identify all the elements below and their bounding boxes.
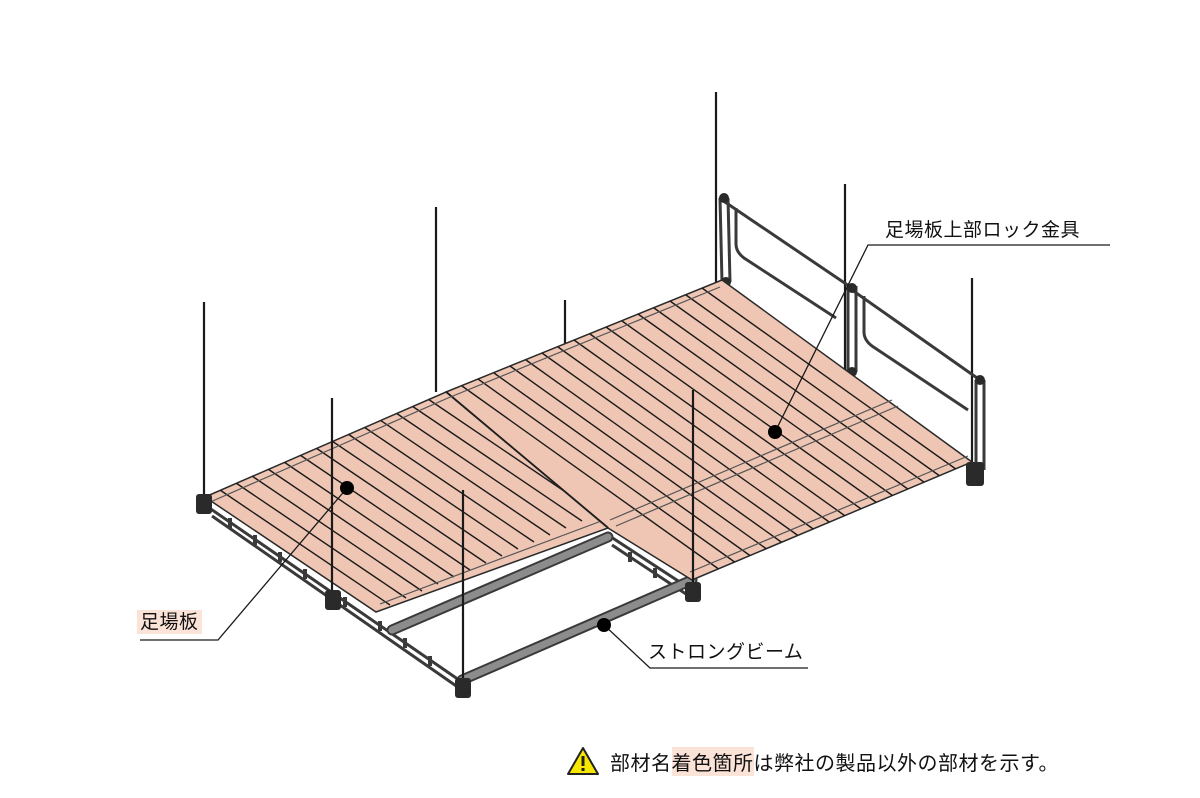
deck-left-section [203,391,610,613]
strong-beams [386,531,698,686]
lock-marker [768,425,782,439]
clamps [196,462,984,698]
label-strong-beam: ストロングビーム [648,641,804,663]
guardrail [718,197,986,470]
beam-marker [597,618,611,632]
note-prefix: 部材名 [610,750,672,775]
footer-note: 部材名着色箇所は弊社の製品以外の部材を示す。 [566,745,1059,777]
note-suffix: は弊社の製品以外の部材を示す。 [753,750,1059,775]
hanger-rods-front [202,302,695,684]
note-highlight: 着色箇所 [671,746,754,776]
plank-marker [340,481,354,495]
label-top-lock: 足場板上部ロック金具 [885,219,1081,241]
label-plank: 足場板 [137,610,202,634]
leader-lines [140,244,1110,669]
warning-icon [567,747,599,775]
